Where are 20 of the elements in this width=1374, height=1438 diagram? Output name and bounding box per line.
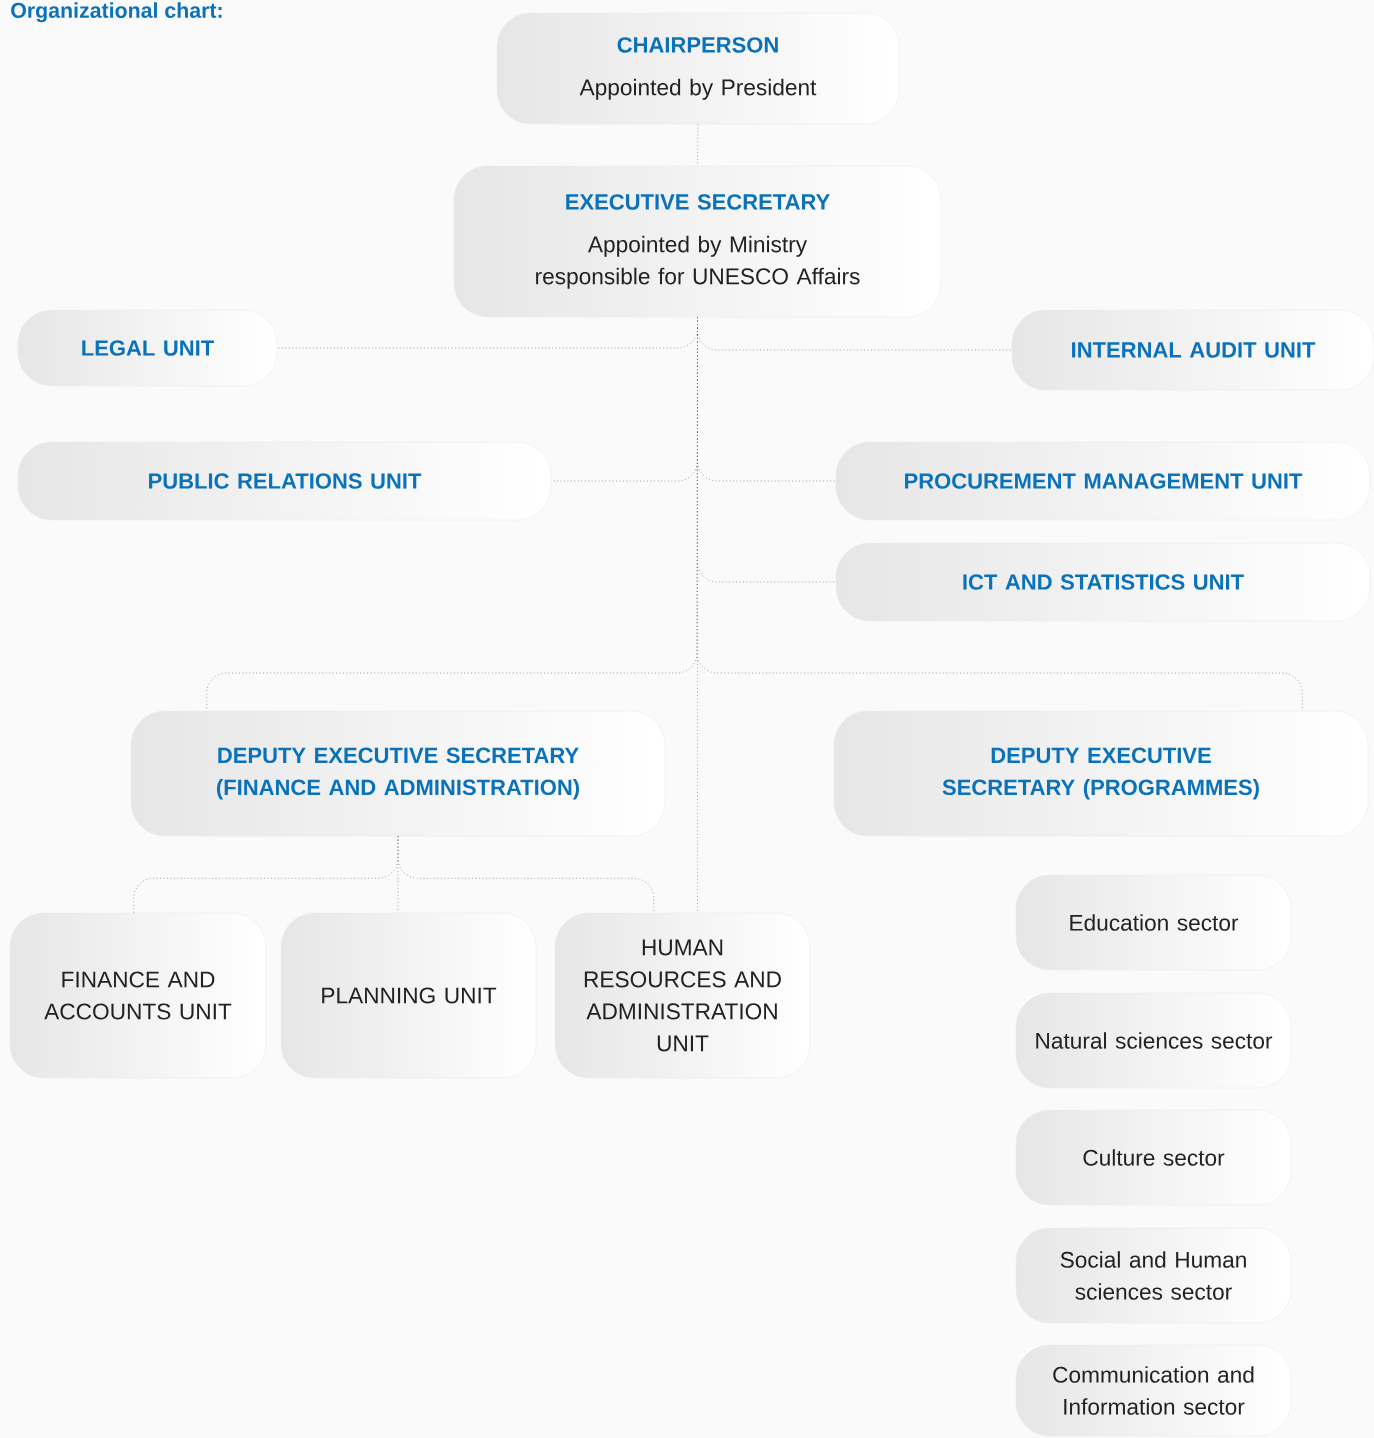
sector-box: Education sector <box>1015 874 1292 971</box>
org-box: DEPUTY EXECUTIVE SECRETARY (PROGRAMMES) <box>833 710 1369 837</box>
org-box: EXECUTIVE SECRETARY Appointed by Ministry responsible for UNESCO Affairs <box>453 165 942 318</box>
connector-line <box>397 835 655 914</box>
org-box: LEGAL UNIT <box>17 309 278 387</box>
unit-box: PLANNING UNIT <box>280 912 537 1079</box>
sector-box: Communication and Information sector <box>1015 1344 1292 1437</box>
unit-box: HUMAN RESOURCES AND ADMINISTRATION UNIT <box>554 912 811 1079</box>
connector-line <box>697 316 698 914</box>
org-box: INTERNAL AUDIT UNIT <box>1011 309 1374 391</box>
org-box: DEPUTY EXECUTIVE SECRETARY (FINANCE AND ADMINISTRATION) <box>130 710 666 837</box>
org-box: ICT AND STATISTICS UNIT <box>835 542 1371 622</box>
sector-box: Social and Human sciences sector <box>1015 1227 1292 1324</box>
org-box: PUBLIC RELATIONS UNIT <box>17 441 552 521</box>
unit-box: FINANCE AND ACCOUNTS UNIT <box>9 912 267 1079</box>
org-box: CHAIRPERSON Appointed by President <box>496 12 900 125</box>
sector-box: Natural sciences sector <box>1015 992 1292 1089</box>
title: Organizational chart: <box>11 2 222 23</box>
org-box: PROCUREMENT MANAGEMENT UNIT <box>835 441 1371 521</box>
sector-box: Culture sector <box>1015 1109 1292 1206</box>
